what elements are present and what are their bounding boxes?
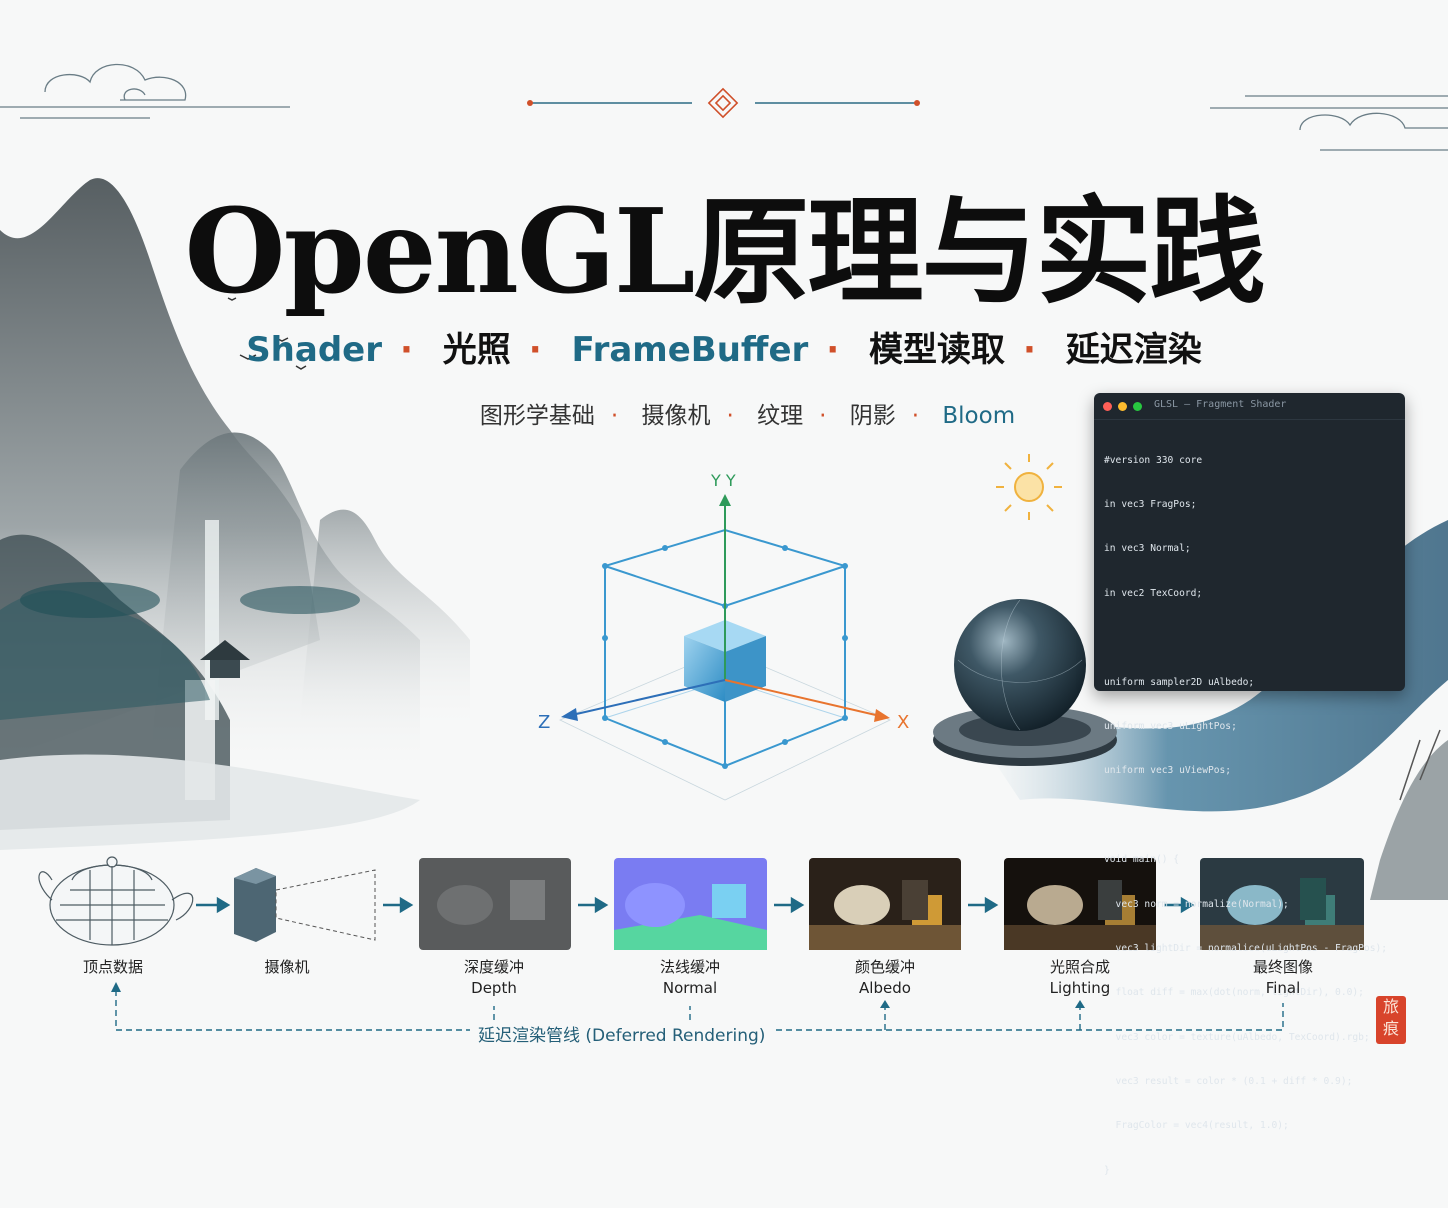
subtopic-separator: · [819,403,827,429]
topic-framebuffer: FrameBuffer [571,330,809,370]
minimize-dot-icon[interactable] [1118,402,1127,411]
code-line [1104,631,1405,646]
stage-title: 摄像机 [264,958,310,976]
axis-label-z: Z [538,712,551,733]
cube-wireframe [559,528,891,801]
maximize-dot-icon[interactable] [1133,402,1142,411]
stage-label-camera: 摄像机 [207,957,367,978]
page-title: OpenGL原理与实践 [184,184,1266,320]
seal-text: 旅痕 [1382,997,1399,1038]
close-dot-icon[interactable] [1103,402,1112,411]
topic-list: Shader · 光照 · FrameBuffer · 模型读取 · 延迟渲染 [0,322,1448,371]
code-line: vec3 result = color * (0.1 + diff * 0.9)… [1104,1076,1353,1088]
cloud-right-icon [1210,95,1448,151]
stage-label-depth: 深度缓冲 Depth [414,957,574,999]
sun-icon [996,454,1062,520]
subtopic-bloom: Bloom [942,403,1016,429]
code-line: } [1104,1164,1110,1176]
stage-subtitle: Normal [662,979,718,997]
sphere-model [933,599,1117,766]
code-window: GLSL — Fragment Shader #version 330 core… [1094,393,1405,1176]
stage-label-vertex: 顶点数据 [33,957,193,978]
topic-model-loading: 模型读取 [869,330,1006,370]
subtopic-shadow: 阴影 [849,403,896,429]
code-line: in vec3 Normal; [1104,543,1191,555]
stage-label-albedo: 颜色缓冲 Albedo [805,957,965,999]
code-line: void main() { [1104,854,1180,866]
stage-label-final: 最终图像 Final [1203,957,1363,999]
code-line: #version 330 core [1104,454,1203,466]
mountains-right [1370,740,1448,900]
topic-separator: · [400,330,413,370]
stage-title: 法线缓冲 [659,958,720,976]
stage-label-lighting: 光照合成 Lighting [1000,957,1160,999]
mountains-left [0,178,470,850]
teapot-wireframe [38,856,194,946]
code-line [1104,809,1405,824]
birds-icon [199,279,307,370]
code-editor: #version 330 core in vec3 FragPos; in ve… [1094,420,1405,1208]
axis-arrows [561,494,890,722]
code-line: uniform vec3 uViewPos; [1104,765,1232,777]
pipeline-images [419,858,1364,950]
artist-seal: 旅痕 [1376,996,1406,1044]
code-line: uniform sampler2D uAlbedo; [1104,676,1255,688]
code-window-title: GLSL — Fragment Shader [1154,399,1287,410]
stage-subtitle: Albedo [859,979,911,997]
code-line: in vec2 TexCoord; [1104,587,1203,599]
pipeline-arrows [196,896,1195,914]
topic-shader: Shader [246,330,382,370]
stage-title: 最终图像 [1252,958,1313,976]
subtopic-list: 图形学基础 · 摄像机 · 纹理 · 阴影 · Bloom [0,396,1448,430]
stage-title: 深度缓冲 [463,958,524,976]
stage-subtitle: Lighting [1049,979,1111,997]
subtopic-graphics-basics: 图形学基础 [479,403,595,429]
topic-separator: · [826,330,840,370]
background-artwork [0,63,1448,1031]
pipeline-caption: 延迟渲染管线 (Deferred Rendering) [470,1021,774,1046]
camera-icon [234,868,376,942]
subtopic-separator: · [610,403,619,429]
code-line: vec3 color = texture(uAlbedo, TexCoord).… [1104,1031,1370,1043]
stage-title: 颜色缓冲 [854,958,915,976]
subtopic-separator: · [726,403,734,429]
code-line: vec3 lightDir = normalice(uLightPos - Fr… [1104,942,1388,954]
code-line: vec3 norm = normalize(Normal); [1104,898,1289,910]
stage-title: 光照合成 [1049,958,1110,976]
code-line: in vec3 FragPos; [1104,498,1197,510]
code-window-titlebar: GLSL — Fragment Shader [1094,393,1405,420]
topic-lighting: 光照 [442,330,511,370]
cloud-left-icon [0,63,290,119]
topic-deferred: 延迟渲染 [1065,330,1202,370]
stage-title: 顶点数据 [82,958,143,976]
code-line: FragColor = vec4(result, 1.0); [1104,1120,1289,1132]
axis-label-y: Y Y [711,471,736,490]
subtopic-texture: 纹理 [757,403,804,429]
topic-separator: · [528,330,542,370]
code-line: float diff = max(dot(norm, lightDir), 0.… [1104,987,1364,999]
topic-separator: · [1023,330,1036,370]
stage-label-normal: 法线缓冲 Normal [610,957,770,999]
subtopic-separator: · [911,403,920,429]
code-line: uniform vec3 uLightPos; [1104,720,1237,732]
axis-label-x: X [897,712,910,733]
stage-subtitle: Depth [471,979,517,997]
stage-subtitle: Final [1265,979,1301,997]
top-ornament [530,87,917,119]
subtopic-camera: 摄像机 [641,403,711,429]
